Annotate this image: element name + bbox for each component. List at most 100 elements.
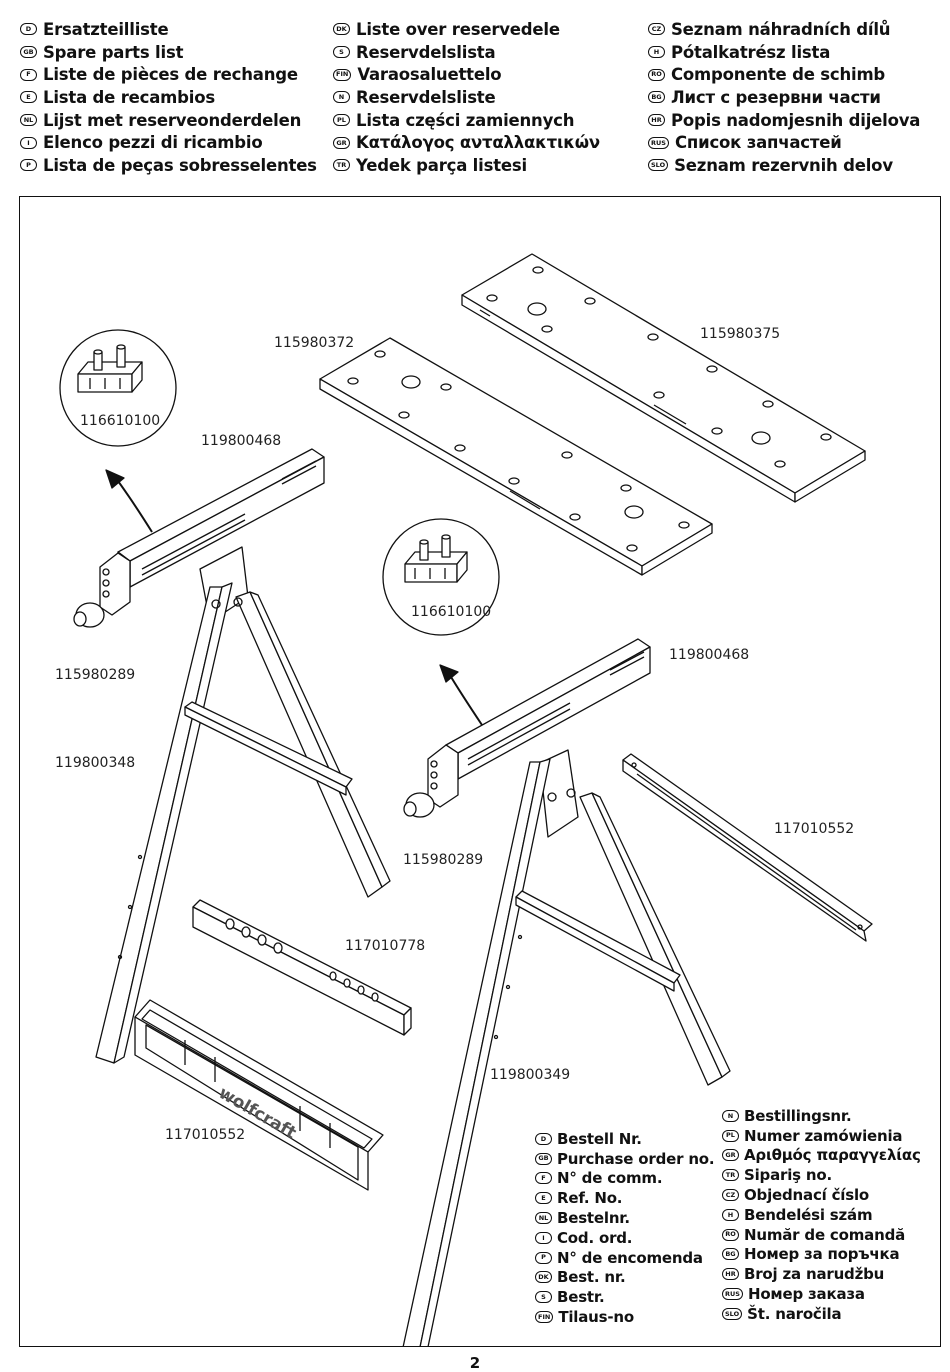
language-label: Lista de peças sobresselentes: [43, 155, 317, 175]
country-badge: HR: [722, 1268, 739, 1281]
country-badge: PL: [722, 1129, 739, 1142]
country-badge: F: [20, 68, 37, 81]
language-label: Лист с резервни части: [671, 87, 881, 107]
language-label: Liste de pièces de rechange: [43, 65, 298, 85]
order-number-item: GB Purchase order no.: [535, 1149, 715, 1169]
part-number-label: 119800348: [55, 755, 136, 771]
country-badge: S: [333, 46, 350, 59]
part-number-label: 115980372: [274, 335, 355, 351]
order-number-item: NL Bestelnr.: [535, 1208, 714, 1228]
country-badge: GB: [20, 46, 37, 59]
country-badge: NL: [535, 1212, 552, 1225]
country-badge: I: [20, 136, 37, 149]
order-number-label: Sipariş no.: [744, 1166, 832, 1185]
language-label: Seznam rezervnih delov: [674, 155, 893, 175]
country-badge: P: [535, 1251, 552, 1264]
order-number-label: N° de encomenda: [557, 1248, 703, 1267]
order-number-label: Αριθμός παραγγελίας: [744, 1146, 921, 1165]
order-number-label: Bestelnr.: [557, 1209, 630, 1228]
language-item: F Liste de pièces de rechange: [20, 63, 317, 86]
order-number-label: N° de comm.: [557, 1169, 663, 1188]
order-number-label: Номер заказа: [747, 1285, 865, 1304]
cross-brace-middle: [192, 899, 412, 1036]
country-badge: RO: [722, 1228, 739, 1241]
language-item: SLO Seznam rezervnih delov: [648, 154, 920, 177]
order-number-label: Št. naročila: [747, 1304, 842, 1323]
country-badge: H: [648, 46, 665, 59]
part-number-label: 117010552: [165, 1127, 246, 1143]
country-badge: SLO: [722, 1307, 743, 1320]
country-badge: FIN: [333, 68, 352, 81]
country-badge: CZ: [722, 1189, 739, 1202]
order-number-label: Bestr.: [557, 1288, 605, 1307]
order-number-item: FIN Tilaus-no: [535, 1307, 714, 1327]
language-label: Ersatzteilliste: [43, 19, 169, 39]
exploded-view-frame: 115980372 115980375 116610100 119800468 …: [19, 196, 941, 1347]
country-badge: DK: [333, 23, 350, 36]
country-badge: TR: [722, 1169, 739, 1182]
part-number-label: 115980375: [700, 326, 781, 342]
order-number-label: Purchase order no.: [557, 1149, 715, 1168]
part-number-label: 119800468: [201, 433, 282, 449]
language-label: Lijst met reserveonderdelen: [43, 110, 302, 130]
country-badge: BG: [722, 1248, 739, 1261]
clamp-detail-left: [59, 329, 177, 447]
country-badge: N: [722, 1109, 739, 1122]
country-badge: PL: [333, 114, 350, 127]
language-item: PL Lista części zamiennych: [333, 109, 600, 132]
order-number-label: Objednací číslo: [744, 1186, 870, 1205]
clamping-rail-left: [73, 448, 325, 628]
country-badge: FIN: [535, 1311, 554, 1324]
order-number-label: Tilaus-no: [558, 1308, 634, 1327]
country-badge: D: [535, 1132, 552, 1145]
order-number-label: Numer zamówienia: [744, 1126, 903, 1145]
country-badge: RO: [648, 68, 665, 81]
order-number-item: P N° de encomenda: [535, 1248, 714, 1268]
workbench-board-front: [319, 337, 713, 576]
order-number-item: CZ Objednací číslo: [722, 1185, 921, 1205]
country-badge: SLO: [648, 159, 669, 172]
country-badge: GR: [333, 136, 350, 149]
country-badge: CZ: [648, 23, 665, 36]
country-badge: H: [722, 1208, 739, 1221]
order-number-label: Bestell Nr.: [557, 1129, 642, 1148]
country-badge: TR: [333, 159, 350, 172]
language-item: FIN Varaosaluettelo: [333, 63, 600, 86]
country-badge: E: [20, 91, 37, 104]
country-badge: GB: [535, 1152, 552, 1165]
language-label: Componente de schimb: [671, 65, 886, 85]
language-label: Varaosaluettelo: [357, 65, 502, 85]
order-number-label: Bestillingsnr.: [744, 1106, 852, 1125]
language-label: Lista części zamiennych: [356, 110, 575, 130]
page-number: 2: [469, 1354, 481, 1372]
trestle-frame-right: [402, 749, 731, 1346]
order-number-item: N Bestillingsnr.: [722, 1106, 921, 1126]
part-number-label: 115980289: [55, 667, 136, 683]
trestle-frame-left: [95, 546, 391, 1064]
clamp-detail-right: [382, 518, 500, 636]
clamping-rail-right: [403, 638, 651, 818]
order-number-item: SLO Št. naročila: [722, 1304, 921, 1324]
language-label: Lista de recambios: [43, 87, 215, 107]
